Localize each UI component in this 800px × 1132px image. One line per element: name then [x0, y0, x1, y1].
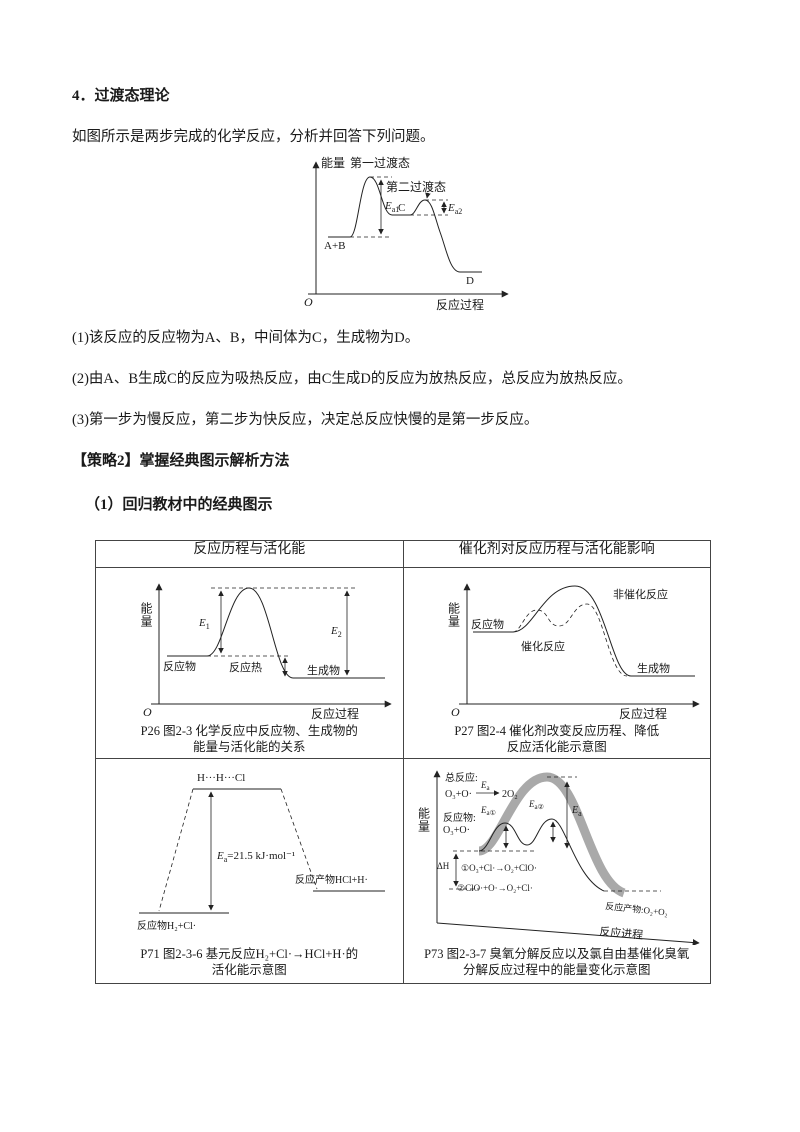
- cell3-caption: P71 图2-3-6 基元反应H₂+Cl·→HCl+H·的 活化能示意图: [140, 946, 359, 977]
- product-label: 生成物: [307, 663, 340, 677]
- answer-1: (1)该反应的反应物为A、B，中间体为C，生成物为D。: [72, 330, 420, 347]
- x-axis-label: 反应过程: [311, 706, 359, 721]
- product-label: 反应产物:O₂+O₂: [605, 900, 669, 918]
- document-content: 4．过渡态理论 如图所示是两步完成的化学反应，分析并回答下列问题。 能量 第一过…: [72, 88, 711, 984]
- subsection-title: （1）回归教材中的经典图示: [85, 497, 273, 514]
- y-axis-label: 能量: [139, 601, 153, 628]
- y-axis-label: 能量: [416, 806, 431, 833]
- table-cell-catalyst-effect: 能量 反应物 非催化反应 催化反应 生成物 O 反应过程: [402, 566, 711, 759]
- main-energy-diagram: 能量 第一过渡态 第二过渡态 Ea1 Ea2 A+B C D: [278, 152, 518, 324]
- x-axis-label: 反应过程: [436, 297, 484, 312]
- x-axis-label: 反应过程: [619, 706, 667, 721]
- total-ea-label: Ea: [480, 780, 491, 792]
- rise-dash-line: [158, 788, 194, 911]
- x-axis-slanted: [436, 922, 700, 945]
- y-axis-label: 能量: [321, 156, 345, 170]
- answer-3: (3)第一步为慢反应，第二步为快反应，决定总反应快慢的是第一步反应。: [72, 411, 539, 428]
- cell2-caption: P27 图2-4 催化剂改变反应历程、降低 反应活化能示意图: [454, 723, 660, 754]
- classic-diagrams-table: 反应历程与活化能 催化剂对反应历程与活化能影响 能量: [95, 539, 711, 984]
- reactant-label: 反应物H₂+Cl·: [137, 919, 196, 932]
- main-energy-diagram-svg: 能量 第一过渡态 第二过渡态 Ea1 Ea2 A+B C D: [304, 155, 509, 312]
- intro-paragraph: 如图所示是两步完成的化学反应，分析并回答下列问题。: [72, 129, 435, 146]
- reactant-label: 反应物: [471, 617, 504, 631]
- strategy-title: 【策略2】掌握经典图示解析方法: [72, 453, 290, 470]
- reactants-label: A+B: [324, 240, 345, 252]
- product-label: 生成物: [637, 661, 670, 675]
- uncatalyzed-band: [477, 772, 626, 897]
- big-ea-label: Ea: [571, 805, 582, 818]
- origin-label: O: [143, 705, 152, 719]
- reactant-label: 反应物: [163, 659, 196, 673]
- origin-label: O: [451, 705, 460, 719]
- fall-dash-line: [280, 788, 318, 889]
- cell4-caption: P73 图2-3-7 臭氧分解反应以及氯自由基催化臭氧 分解反应过程中的能量变化…: [424, 946, 690, 977]
- ea1-step-label: Ea①: [480, 805, 496, 817]
- table-cell-activation-energy: 能量 E1 E2 反: [95, 566, 404, 759]
- ozone-decomposition-svg: 总反应: O₃+O· Ea 2O₂ 反应物: O₃+O· ΔH: [433, 769, 700, 945]
- total-reaction-right: 2O₂: [502, 789, 518, 800]
- table-row-1: 能量 E1 E2 反: [95, 566, 711, 759]
- product-label: D: [466, 275, 474, 287]
- catalyzed-label: 催化反应: [521, 639, 565, 653]
- e1-label: E1: [198, 617, 210, 631]
- total-reaction-label: 总反应:: [445, 771, 478, 784]
- ea2-label: Ea2: [447, 202, 462, 216]
- intermediate-label: C: [398, 202, 405, 214]
- product-label: 反应产物HCl+H·: [295, 873, 368, 886]
- elementary-reaction-svg: H···H···Cl Ea=21.5 kJ·mol⁻¹ 反应产物HCl+H· 反…: [137, 772, 386, 932]
- catalyzed-curve: [512, 603, 627, 676]
- transition-state-1-label: 第一过渡态: [350, 155, 410, 170]
- e2-label: E2: [330, 625, 342, 639]
- answer-2: (2)由A、B生成C的反应为吸热反应，由C生成D的反应为放热反应，总反应为放热反…: [72, 370, 632, 387]
- cell1-caption: P26 图2-3 化学反应中反应物、生成物的 能量与活化能的关系: [140, 723, 358, 754]
- ts2-pointer-arrow-icon: [425, 192, 431, 199]
- uncatalyzed-label: 非催化反应: [613, 587, 668, 601]
- transition-state-2-label: 第二过渡态: [386, 179, 446, 194]
- x-axis-label: 反应进程: [598, 924, 643, 942]
- table-cell-elementary-reaction: H···H···Cl Ea=21.5 kJ·mol⁻¹ 反应产物HCl+H· 反…: [95, 757, 404, 984]
- activation-energy-svg: E1 E2 反应物 反应热 生成物 O 反应过程: [143, 582, 392, 721]
- table-header-right: 催化剂对反应历程与活化能影响: [402, 539, 711, 568]
- transition-complex-label: H···H···Cl: [197, 772, 245, 784]
- delta-h-label: ΔH: [437, 861, 450, 871]
- table-cell-ozone-decomposition: 能量 总反应:: [402, 757, 711, 984]
- table-header-row: 反应历程与活化能 催化剂对反应历程与活化能影响: [95, 539, 711, 568]
- reaction-heat-label: 反应热: [229, 660, 262, 674]
- step1-label: ①O₃+Cl·→O₂+ClO·: [461, 863, 537, 873]
- catalyst-effect-svg: 反应物 非催化反应 催化反应 生成物 O 反应过程: [451, 582, 700, 721]
- table-header-left: 反应历程与活化能: [95, 539, 404, 568]
- reactant-label: 反应物:: [443, 811, 476, 824]
- y-axis-label: 能量: [446, 601, 461, 628]
- reactant-formula: O₃+O·: [443, 825, 470, 836]
- origin-label: O: [304, 295, 313, 309]
- energy-curve: [328, 176, 482, 273]
- step2-label: ②ClO·+O·→O₂+Cl·: [457, 883, 533, 893]
- section-title: 4．过渡态理论: [72, 88, 170, 104]
- ea1-label: Ea1: [384, 200, 399, 214]
- ea-value-label: Ea=21.5 kJ·mol⁻¹: [216, 850, 295, 864]
- ea2-step-label: Ea②: [528, 799, 544, 811]
- uncatalyzed-curve: [512, 585, 695, 677]
- total-reaction-left: O₃+O·: [445, 789, 472, 800]
- table-row-2: H···H···Cl Ea=21.5 kJ·mol⁻¹ 反应产物HCl+H· 反…: [95, 757, 711, 984]
